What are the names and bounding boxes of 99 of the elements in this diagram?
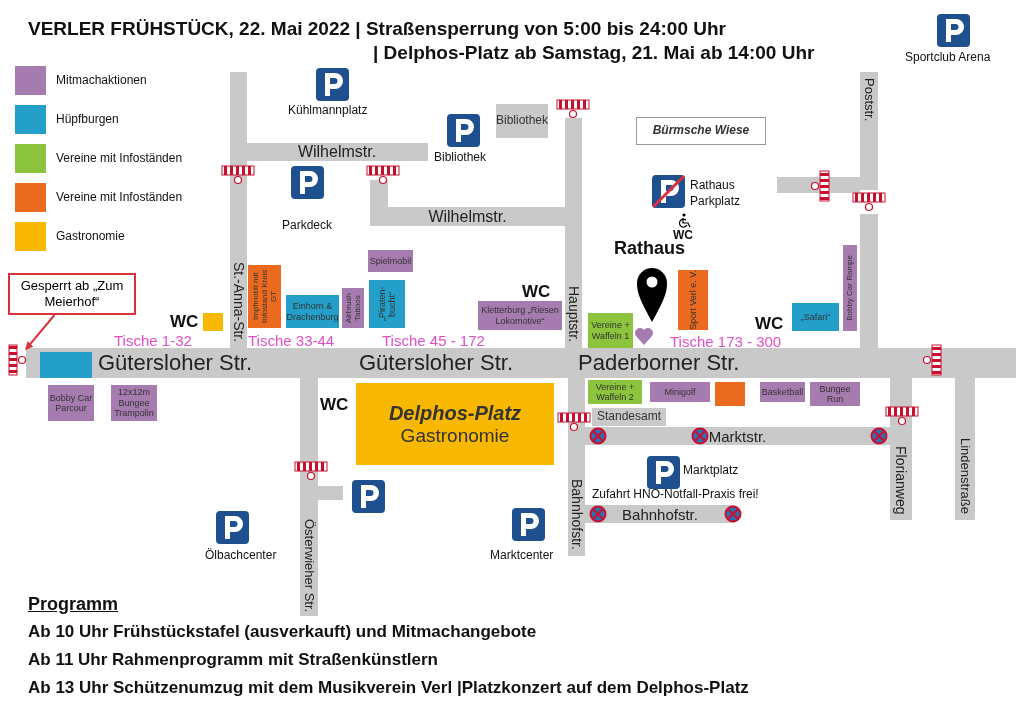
street-name: Gütersloher Str. [358, 350, 514, 376]
info-stand [810, 382, 860, 406]
street [890, 378, 912, 520]
street-name: Hauptstr. [565, 285, 582, 342]
info-stand [636, 117, 766, 145]
legend-label: Mitmachaktionen [56, 73, 147, 87]
info-stand [843, 245, 857, 331]
table-range-label: Tische 1-32 [114, 332, 192, 349]
street-name: Wilhelmstr. [297, 143, 377, 161]
stand-label: Bobby Car Rampe [845, 255, 855, 321]
stand-label: Einhorn & Drachenburg [286, 301, 339, 322]
road-barrier-icon [8, 344, 26, 376]
stand-label: Sport Verl e. V. [687, 270, 699, 330]
legend-label: Gastronomie [56, 229, 125, 243]
street [230, 72, 247, 348]
stand-label: 12x12m Bungee Trampolin [113, 387, 155, 419]
street [246, 143, 428, 161]
street-name: Florianweg [893, 445, 909, 514]
legend-label: Hüpfburgen [56, 112, 119, 126]
street [370, 207, 565, 226]
stand-label: Gastronomie [400, 424, 510, 447]
stand-label: Spielmobil [369, 255, 412, 267]
legend-label: Vereine mit Infoständen [56, 151, 183, 165]
program-item: Ab 13 Uhr Schützenumzug mit dem Musikverein Verl |Platzkonzert auf dem Delphos-Platz [28, 678, 749, 698]
info-stand [368, 250, 413, 272]
street [585, 427, 890, 445]
parking-label: Parkdeck [282, 218, 333, 232]
street [955, 378, 975, 520]
stand-label: Bürmsche Wiese [652, 124, 750, 138]
info-stand [369, 280, 405, 328]
info-stand [650, 382, 710, 402]
parking-label: Rathaus Parkplatz [690, 178, 742, 210]
parking-label: Kühlmannplatz [288, 103, 368, 117]
arrow [25, 314, 56, 351]
parking-label: Bibliothek [434, 150, 487, 164]
info-stand [592, 408, 666, 426]
road [318, 486, 343, 500]
toilet-label: WC [170, 312, 199, 332]
road [370, 180, 388, 207]
stand-box [203, 313, 223, 331]
stand-label: Vereine + Waffeln 1 [590, 320, 631, 341]
road [860, 214, 878, 348]
legend-label: Vereine mit Infoständen [56, 190, 183, 204]
street-name: Lindenstraße [957, 438, 973, 514]
info-stand [588, 313, 633, 348]
program-item: Ab 10 Uhr Frühstückstafel (ausverkauft) und Mitmachangebote [28, 622, 537, 642]
street-name: Bahnhofstr. [568, 479, 585, 550]
parking-label: Marktcenter [490, 548, 554, 562]
stand-label: „Safari“ [800, 311, 831, 323]
street-name: Poststr. [861, 78, 877, 122]
street-name: Marktstr. [708, 427, 767, 445]
street [300, 378, 318, 616]
street [570, 348, 1016, 378]
callout-text: Gesperrt ab „Zum Meierhof“ [20, 277, 124, 311]
street-name: Österwieher Str. [301, 518, 317, 612]
toilet-label: WC [320, 395, 349, 415]
stand-label: Delphos-Platz [388, 401, 522, 425]
title: VERLER FRÜHSTÜCK, 22. Mai 2022 | Straßensperrung von 5:00 bis 24:00 Uhr [28, 18, 726, 40]
stand-label: Kletterburg „Riesen Lokomotive“ [480, 305, 560, 326]
street [568, 378, 585, 556]
stand-label: „Piraten- bucht“ [376, 285, 398, 324]
parking-label: Sportclub Arena [905, 50, 991, 64]
info-stand [286, 295, 339, 328]
street [860, 72, 878, 190]
stand-label: Bibliothek [496, 114, 548, 128]
stand-label: Impfmobil mit Infostand Kreis GT [250, 268, 279, 326]
stand-label: Airbrush Tattoos [343, 292, 363, 325]
street-name: Wilhelmstr. [428, 207, 507, 226]
stand-box [715, 382, 745, 406]
street-name: Gütersloher Str. [98, 350, 253, 376]
callout-box [8, 273, 136, 315]
table-range-label: Tische 33-44 [248, 332, 335, 349]
stand-label: Bungee Run [818, 383, 852, 405]
stand-label: Bobby Car Parcour [48, 392, 94, 414]
info-stand [356, 383, 554, 465]
info-stand [588, 380, 642, 404]
info-stand [496, 104, 548, 138]
stand-label: Vereine + Waffeln 2 [594, 381, 636, 403]
stand-label: Minigolf [664, 386, 696, 398]
info-stand [678, 270, 708, 330]
street-name: St.-Anna-Str. [230, 261, 247, 342]
parking-label: Ölbachcenter [205, 548, 277, 562]
info-stand [792, 303, 839, 331]
program-item: Ab 11 Uhr Rahmenprogramm mit Straßenkünstlern [28, 650, 438, 670]
section-heading: Programm [28, 594, 119, 615]
street [565, 118, 582, 348]
parking-label: Marktplatz [683, 463, 739, 477]
toilet-label: WC [522, 282, 551, 302]
street-name: Paderborner Str. [578, 350, 740, 376]
stand-label: Standesamt [596, 410, 661, 424]
info-stand [48, 385, 94, 421]
note: Zufahrt HNO-Notfall-Praxis frei! [592, 487, 759, 501]
table-range-label: Tische 45 - 172 [382, 332, 485, 349]
table-range-label: Tische 173 - 300 [670, 333, 782, 350]
toilet-label: WC [755, 314, 784, 334]
stand-box [40, 352, 92, 378]
stand-label: Basketball [761, 386, 804, 398]
subtitle: | Delphos-Platz ab Samstag, 21. Mai ab 14:00 Uhr [373, 42, 815, 64]
street-name: Bahnhofstr. [622, 505, 698, 523]
